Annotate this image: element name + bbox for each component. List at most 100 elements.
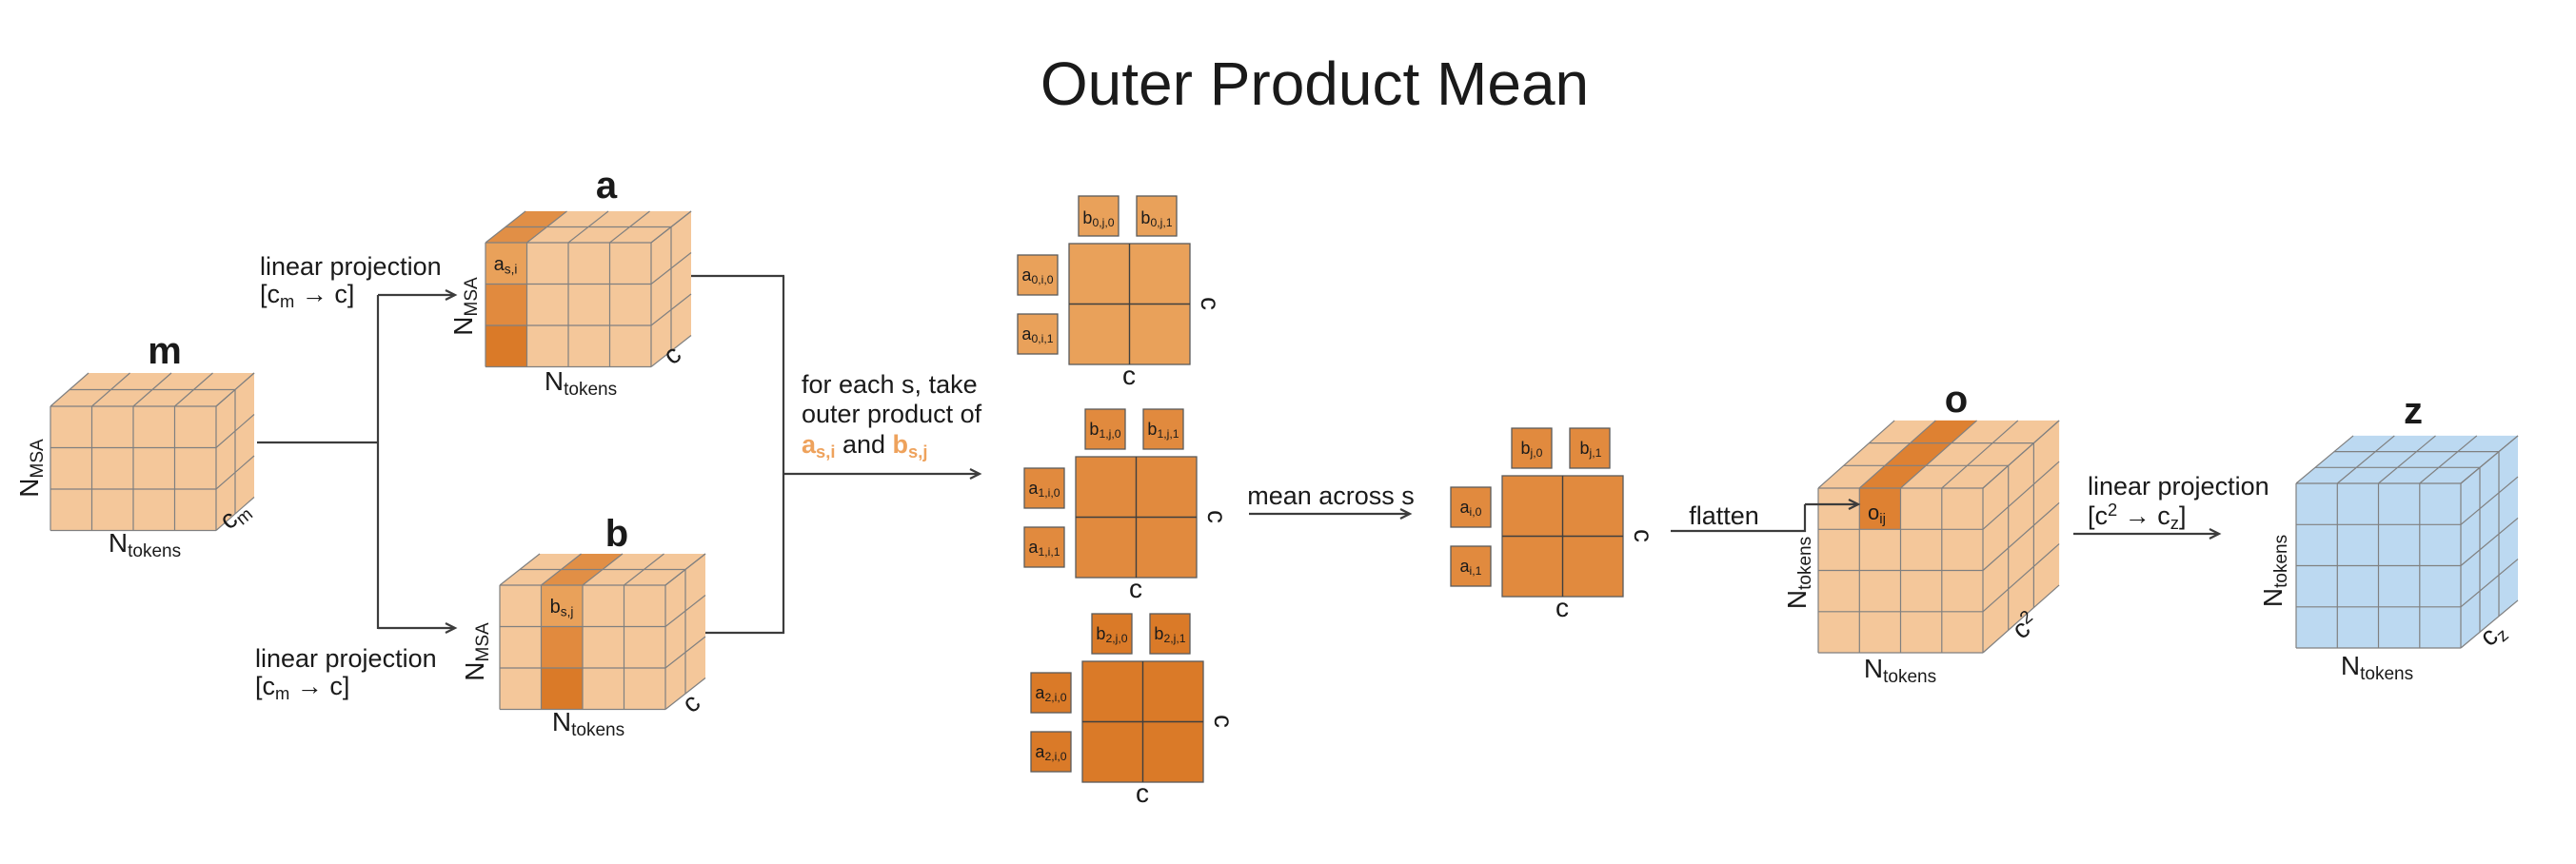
cube-z-grid-top-diag bbox=[2295, 435, 2354, 484]
op-s1-b-square-1 bbox=[1142, 408, 1184, 450]
op-s1-b0-label: b1,j,0 bbox=[1089, 420, 1120, 441]
cube-o-grid-side-diag bbox=[1982, 543, 2060, 613]
cube-z-grid-top-diag bbox=[2336, 435, 2395, 484]
cube-o-grid-side-diag bbox=[1982, 461, 2060, 530]
op-s2-b-square-1 bbox=[1149, 613, 1191, 655]
cube-b-highlight-cell-2 bbox=[541, 668, 583, 710]
z-axis-ntokens: Ntokens bbox=[2341, 651, 2413, 684]
tensor-cube-z bbox=[2295, 435, 2519, 649]
m-axis-ntokens: Ntokens bbox=[109, 528, 181, 561]
cube-z-grid-side-diag bbox=[2460, 517, 2519, 566]
cube-o-grid-top-diag bbox=[1817, 420, 1895, 489]
cube-a-highlight-cell-1 bbox=[485, 284, 527, 325]
projection-z-line2: [c2 → cz] bbox=[2088, 500, 2186, 533]
foreach-line3: as,i and bs,j bbox=[802, 430, 927, 461]
op-s1-c-right: c bbox=[1202, 510, 1232, 523]
projection-top-line2: [cm → c] bbox=[260, 280, 354, 311]
cube-z-grid-side-diag bbox=[2460, 476, 2519, 525]
o-axis-ntokens-vertical: Ntokens bbox=[1782, 537, 1815, 609]
o-axis-ntokens: Ntokens bbox=[1864, 654, 1936, 687]
cube-b-highlight-cell-1 bbox=[541, 626, 583, 668]
cube-b-name: b bbox=[605, 513, 628, 555]
cube-a-name: a bbox=[596, 165, 618, 206]
outer-product-s2 bbox=[1030, 613, 1204, 783]
op-mean-a-square-0 bbox=[1450, 486, 1492, 528]
op-s1-a-square-0 bbox=[1023, 467, 1065, 509]
cube-o-grid-top-diag bbox=[1858, 420, 1936, 489]
cube-o-top-strip-highlight bbox=[1859, 420, 1977, 488]
cube-o-grid-side-diag bbox=[1982, 501, 2060, 571]
o-cell-label: oij bbox=[1868, 501, 1886, 527]
mean-outer-product bbox=[1450, 427, 1624, 598]
op-s1-c-bottom: c bbox=[1129, 574, 1142, 603]
cube-z-grid-top-diag bbox=[2419, 435, 2478, 484]
cube-z-grid-side-diag bbox=[2460, 559, 2519, 608]
cube-o-name: o bbox=[1945, 379, 1968, 421]
cube-z-grid-side-diag bbox=[2460, 599, 2519, 649]
cube-z-name: z bbox=[2404, 390, 2423, 432]
op-mean-b-square-1 bbox=[1569, 427, 1611, 469]
z-axis-ntokens-vertical: Ntokens bbox=[2258, 535, 2291, 607]
cube-o-grid-top-diag bbox=[1900, 420, 1977, 489]
projection-bottom-line2: [cm → c] bbox=[255, 672, 349, 703]
cube-z-grid-top-diag bbox=[2378, 435, 2436, 484]
foreach-line2: outer product of bbox=[802, 400, 982, 428]
a-axis-nmsa: NMSA bbox=[448, 277, 482, 336]
flatten-label: flatten bbox=[1689, 501, 1759, 530]
a-axis-ntokens: Ntokens bbox=[545, 366, 617, 400]
mean-a0-label: ai,0 bbox=[1460, 498, 1482, 519]
op-s0-b-square-0 bbox=[1078, 195, 1120, 237]
mean-c-right: c bbox=[1629, 529, 1658, 542]
op-s0-b-square-1 bbox=[1136, 195, 1178, 237]
op-s2-c-bottom: c bbox=[1136, 778, 1149, 808]
op-s1-a0-label: a1,i,0 bbox=[1028, 479, 1060, 500]
tensor-cube-a bbox=[485, 210, 692, 368]
b-axis-ntokens: Ntokens bbox=[552, 707, 624, 740]
op-s2-a-square-1 bbox=[1030, 731, 1072, 773]
projection-top-line1: linear projection bbox=[260, 252, 442, 281]
mean-a1-label: ai,1 bbox=[1460, 557, 1482, 578]
projection-bottom-line1: linear projection bbox=[255, 644, 437, 673]
page-title: Outer Product Mean bbox=[1040, 49, 1589, 118]
op-s0-b0-label: b0,j,0 bbox=[1082, 208, 1114, 229]
cube-a-highlight-cell-2 bbox=[485, 325, 527, 367]
connectors bbox=[257, 274, 2222, 635]
cube-z-grid-side-diag bbox=[2460, 435, 2519, 484]
cube-b-highlight-cell-0 bbox=[541, 585, 583, 627]
mean-c-bottom: c bbox=[1556, 593, 1569, 622]
cube-m-name: m bbox=[148, 330, 182, 372]
op-s2-a-square-0 bbox=[1030, 672, 1072, 714]
op-s0-a0-label: a0,i,0 bbox=[1021, 265, 1053, 286]
a-cell-label: as,i bbox=[494, 254, 518, 277]
cube-a-highlight-cell-0 bbox=[485, 243, 527, 285]
b-axis-c: c bbox=[677, 687, 706, 718]
tensor-cube-b bbox=[499, 553, 706, 711]
cube-o-grid-side-diag bbox=[1982, 584, 2060, 654]
op-s1-b-square-0 bbox=[1084, 408, 1126, 450]
op-s0-a-square-1 bbox=[1017, 313, 1059, 355]
mean-b0-label: bj,0 bbox=[1521, 439, 1543, 460]
op-s2-b0-label: b2,j,0 bbox=[1096, 624, 1127, 645]
b-cell-label: bs,j bbox=[550, 597, 574, 619]
mean-b1-label: bj,1 bbox=[1580, 439, 1602, 460]
mean-across-s-label: mean across s bbox=[1247, 481, 1415, 510]
op-s1-b1-label: b1,j,1 bbox=[1147, 420, 1179, 441]
op-s2-b-square-0 bbox=[1091, 613, 1133, 655]
m-axis-nmsa: NMSA bbox=[14, 439, 48, 498]
op-s1-a1-label: a1,i,1 bbox=[1028, 538, 1060, 559]
outer-product-s1 bbox=[1023, 408, 1198, 579]
tensor-cube-m bbox=[50, 372, 255, 532]
op-mean-a-square-1 bbox=[1450, 545, 1492, 587]
op-s2-a1-label: a2,i,0 bbox=[1035, 742, 1066, 763]
op-mean-b-square-0 bbox=[1511, 427, 1553, 469]
cube-o-grid-side-diag bbox=[1982, 420, 2060, 489]
op-s0-c-right: c bbox=[1196, 297, 1225, 310]
outer-product-s0 bbox=[1017, 195, 1191, 365]
line-flatten-elbow bbox=[1671, 504, 1807, 533]
op-s2-b1-label: b2,j,1 bbox=[1154, 624, 1185, 645]
projection-z-line1: linear projection bbox=[2088, 472, 2269, 501]
op-s1-a-square-1 bbox=[1023, 526, 1065, 568]
op-s2-a0-label: a2,i,0 bbox=[1035, 683, 1066, 704]
